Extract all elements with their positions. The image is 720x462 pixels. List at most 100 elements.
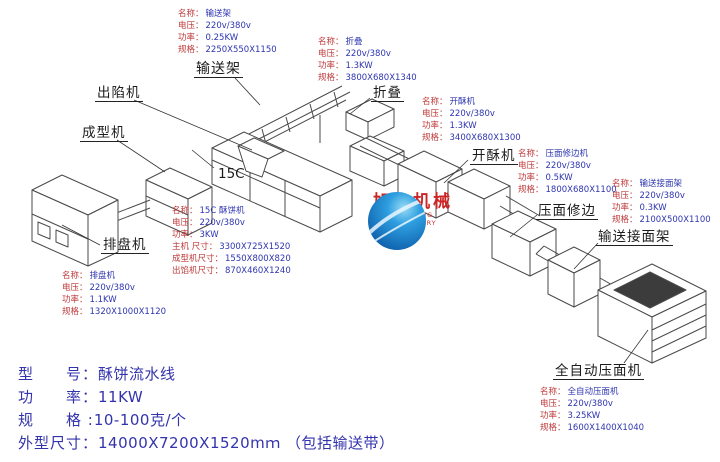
- label-sheeter: 开酥机: [470, 148, 518, 165]
- spec-value: 10-100克/个: [93, 411, 187, 429]
- spec-value: 220v/380v: [345, 49, 391, 59]
- spec-row: 电压：220v/380v: [540, 398, 644, 410]
- spec-value: 全自动压面机: [567, 387, 619, 397]
- spec-key: 功率：: [518, 173, 544, 183]
- spec-edge-trimmer: 名称：压面修边机 电压：220v/380v 功率：0.5KW 规格：1800X6…: [518, 148, 617, 196]
- spec-value: 1.3KW: [449, 121, 477, 131]
- spec-value: 2100X500X1100: [639, 215, 711, 225]
- spec-key: 名称：: [540, 387, 566, 397]
- spec-value: 220v/380v: [639, 191, 685, 201]
- spec-key: 电压：: [422, 109, 448, 119]
- spec-row: 功率：0.25KW: [178, 32, 277, 44]
- auto-press-drawing: [597, 263, 707, 364]
- spec-row: 功率：1.3KW: [318, 60, 417, 72]
- spec-key: 功 率：: [18, 388, 99, 406]
- spec-value: 输送架: [205, 9, 232, 19]
- spec-row: 电压：220v/380v: [612, 190, 711, 202]
- spec-row: 功率：3.25KW: [540, 410, 644, 422]
- spec-key: 名称：: [178, 9, 204, 19]
- spec-row: 名称：排盘机: [62, 270, 166, 282]
- spec-key: 名称：: [62, 271, 88, 281]
- spec-key: 电压：: [62, 283, 88, 293]
- spec-key: 规 格 :: [18, 411, 94, 429]
- spec-key: 规格：: [612, 215, 638, 225]
- spec-value: 220v/380v: [89, 283, 135, 293]
- spec-row: 功率：1.3KW: [422, 120, 521, 132]
- spec-row: 电压：220v/380v: [62, 282, 166, 294]
- spec-value: 输送接面架: [639, 179, 683, 189]
- spec-key: 功率：: [178, 33, 204, 43]
- spec-row: 电压：220v/380v: [318, 48, 417, 60]
- spec-value: 3.25KW: [567, 411, 601, 421]
- label-15c: 15C: [218, 166, 245, 182]
- overall-specs: 型 号：酥饼流水线 功 率：11KW 规 格 :10-100克/个 外型尺寸：1…: [18, 363, 395, 455]
- spec-key: 功率：: [62, 295, 88, 305]
- spec-row: 名称：15C 酥饼机: [172, 205, 291, 217]
- spec-key: 规格：: [422, 133, 448, 143]
- spec-value: 压面修边机: [545, 149, 589, 159]
- spec-value: 3KW: [199, 230, 219, 240]
- spec-row: 名称：输送架: [178, 8, 277, 20]
- label-conveyor-rack: 输送架: [194, 61, 243, 78]
- spec-row: 名称：压面修边机: [518, 148, 617, 160]
- spec-row: 功率：0.5KW: [518, 172, 617, 184]
- spec-row: 名称：输送接面架: [612, 178, 711, 190]
- spec-value: 220v/380v: [199, 218, 245, 228]
- spec-key: 名称：: [518, 149, 544, 159]
- spec-key: 功率：: [172, 230, 198, 240]
- spec-value: 1600X1400X1040: [567, 423, 645, 433]
- spec-row: 型 号：酥饼流水线: [18, 363, 395, 386]
- spec-value: 酥饼流水线: [98, 365, 176, 383]
- spec-key: 规格：: [318, 73, 344, 83]
- spec-value: 3400X680X1300: [449, 133, 521, 143]
- spec-row: 功率：1.1KW: [62, 294, 166, 306]
- tray-arranger-drawing: [31, 174, 119, 267]
- label-edge-trimmer: 压面修边: [536, 203, 598, 220]
- spec-value: 开酥机: [449, 97, 476, 107]
- spec-value: 2250X550X1150: [205, 45, 277, 55]
- spec-key: 规格：: [518, 185, 544, 195]
- label-auto-press: 全自动压面机: [553, 363, 644, 380]
- spec-value: 0.5KW: [545, 173, 573, 183]
- spec-tray-arranger: 名称：排盘机 电压：220v/380v 功率：1.1KW 规格：1320X100…: [62, 270, 166, 318]
- spec-row: 规格：1320X1000X1120: [62, 306, 166, 318]
- spec-value: 14000X7200X1520mｍ （包括输送带）: [98, 434, 395, 452]
- spec-key: 电压：: [540, 399, 566, 409]
- label-folding: 折叠: [371, 85, 404, 102]
- spec-key: 成型机尺寸：: [172, 254, 224, 264]
- spec-value: 排盘机: [89, 271, 116, 281]
- spec-row: 规格：2250X550X1150: [178, 44, 277, 56]
- spec-key: 功率：: [612, 203, 638, 213]
- spec-15c-pastry-machine: 名称：15C 酥饼机 电压：220v/380v 功率：3KW 主机 尺寸：330…: [172, 205, 291, 277]
- spec-value: 220v/380v: [449, 109, 495, 119]
- spec-value: 折叠: [345, 37, 363, 47]
- spec-sheeter: 名称：开酥机 电压：220v/380v 功率：1.3KW 规格：3400X680…: [422, 96, 521, 144]
- spec-key: 出馅机尺寸：: [172, 266, 224, 276]
- spec-row: 功率：0.3KW: [612, 202, 711, 214]
- spec-row: 规格：3800X680X1340: [318, 72, 417, 84]
- spec-row: 电压：220v/380v: [422, 108, 521, 120]
- spec-key: 名称：: [422, 97, 448, 107]
- spec-value: 0.3KW: [639, 203, 667, 213]
- spec-key: 规格：: [178, 45, 204, 55]
- spec-row: 功率：3KW: [172, 229, 291, 241]
- spec-value: 870X460X1240: [225, 266, 291, 276]
- spec-key: 功率：: [422, 121, 448, 131]
- spec-key: 名称：: [612, 179, 638, 189]
- spec-row: 名称：全自动压面机: [540, 386, 644, 398]
- spec-key: 功率：: [540, 411, 566, 421]
- spec-row: 功 率：11KW: [18, 386, 395, 409]
- spec-row: 规格：2100X500X1100: [612, 214, 711, 226]
- spec-value: 15C 酥饼机: [199, 206, 245, 216]
- spec-key: 名称：: [318, 37, 344, 47]
- spec-joining-conveyor: 名称：输送接面架 电压：220v/380v 功率：0.3KW 规格：2100X5…: [612, 178, 711, 226]
- spec-key: 外型尺寸：: [18, 434, 99, 452]
- label-leader-lines: [61, 77, 649, 364]
- spec-value: 220v/380v: [567, 399, 613, 409]
- label-filling-machine: 出陷机: [95, 85, 143, 102]
- spec-row: 名称：折叠: [318, 36, 417, 48]
- label-joining-conveyor: 输送接面架: [596, 229, 673, 246]
- spec-key: 电压：: [612, 191, 638, 201]
- spec-row: 外型尺寸：14000X7200X1520mｍ （包括输送带）: [18, 432, 395, 455]
